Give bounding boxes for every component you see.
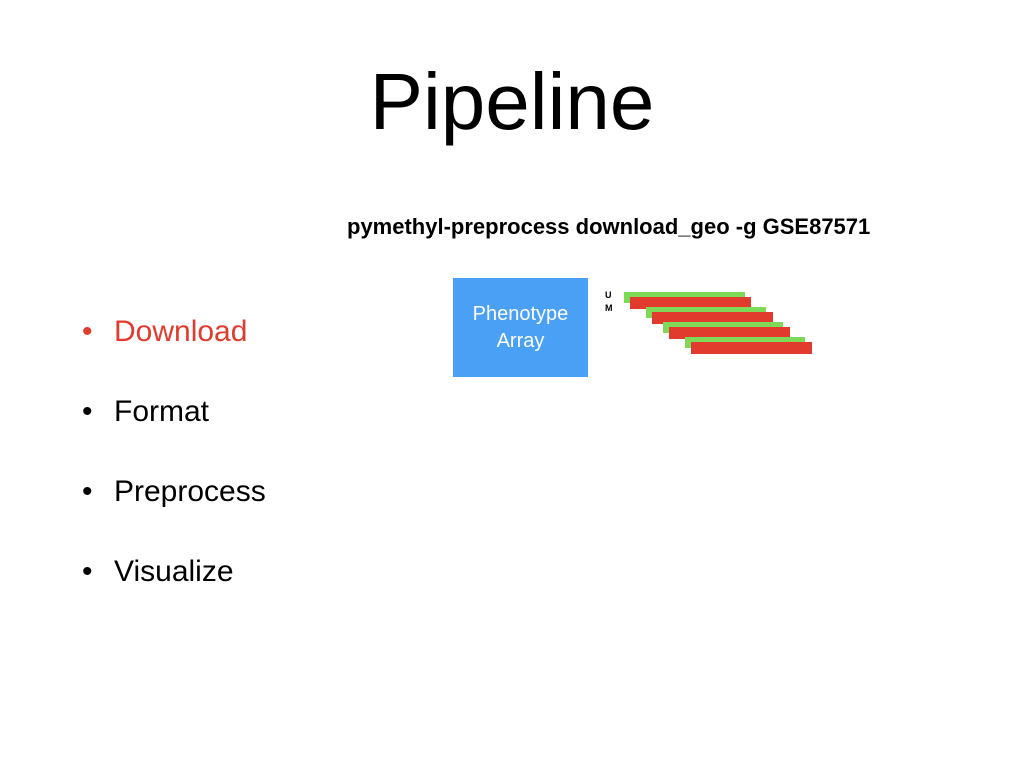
phenotype-box-line2: Array bbox=[496, 329, 545, 352]
phenotype-array-box: Phenotype Array bbox=[453, 278, 588, 377]
u-label: U bbox=[605, 290, 612, 300]
bullet-label: Visualize bbox=[114, 555, 234, 588]
bullet-dot: • bbox=[82, 395, 93, 428]
bullet-label: Preprocess bbox=[114, 475, 266, 508]
bullet-dot: • bbox=[82, 555, 93, 588]
bullet-item-download: • Download bbox=[82, 310, 266, 390]
bullet-label: Download bbox=[114, 315, 248, 348]
m-label: M bbox=[605, 303, 613, 313]
command-text: pymethyl-preprocess download_geo -g GSE8… bbox=[347, 214, 871, 239]
bullet-label: Format bbox=[114, 395, 210, 428]
bullet-item-visualize: • Visualize bbox=[82, 550, 266, 630]
methylated-bar bbox=[630, 297, 751, 309]
bullet-item-preprocess: • Preprocess bbox=[82, 470, 266, 550]
bullet-item-format: • Format bbox=[82, 390, 266, 470]
methylated-bar bbox=[652, 312, 773, 324]
phenotype-box-line1: Phenotype bbox=[472, 302, 569, 325]
methylated-bar bbox=[691, 342, 812, 354]
methylated-bar bbox=[669, 327, 790, 339]
slide-title: Pipeline bbox=[369, 57, 655, 146]
bullet-dot: • bbox=[82, 315, 93, 348]
bullet-dot: • bbox=[82, 475, 93, 508]
bullet-list: • Download • Format • Preprocess • Visua… bbox=[82, 310, 266, 630]
